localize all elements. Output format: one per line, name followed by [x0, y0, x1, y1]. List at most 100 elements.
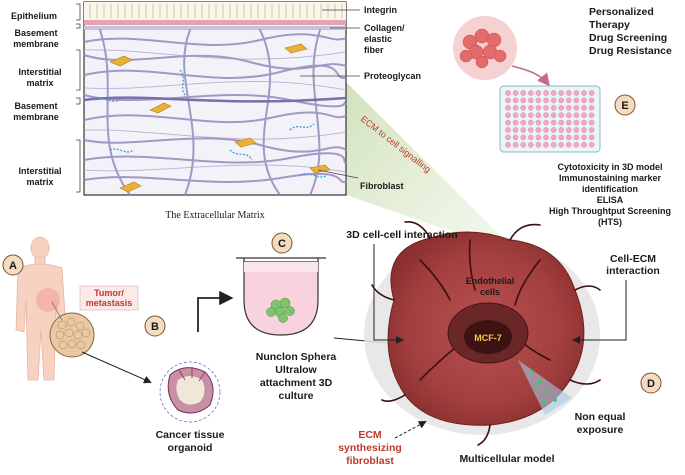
arrow-fibroblast: [394, 421, 427, 439]
mcf7-core: [464, 320, 512, 354]
ecm-right-labels: Integrin Collagen/ elastic fiber Proteog…: [300, 5, 421, 191]
label-multicellular: Multicellular model: [459, 453, 554, 465]
plate-well: [505, 90, 511, 96]
plate-well: [558, 112, 565, 118]
label-integrin: Integrin: [364, 5, 397, 15]
tumor-label-1: Tumor/: [94, 288, 124, 298]
tumor-tissue-magnified: [49, 312, 95, 358]
plate-well: [566, 127, 572, 133]
label-non-equal-2: exposure: [577, 424, 624, 436]
plate-well: [550, 119, 557, 126]
plate-well: [528, 97, 534, 104]
plate-well: [528, 90, 534, 96]
plate-well: [528, 141, 534, 148]
plate-well: [543, 127, 549, 133]
plate-well: [543, 112, 549, 118]
plate-well: [543, 141, 549, 148]
plate-well: [588, 141, 595, 148]
label-interstitial-1b: matrix: [26, 78, 53, 88]
plate-well: [512, 112, 519, 118]
plate-well: [566, 97, 572, 104]
plate-well: [535, 141, 542, 148]
plate-well: [512, 105, 519, 111]
plate-well: [512, 127, 519, 133]
plate-well: [505, 141, 511, 148]
plate-well: [535, 105, 542, 111]
badge-a-letter: A: [9, 260, 17, 272]
plate-well: [520, 97, 527, 104]
ecm-title: The Extracellular Matrix: [165, 210, 264, 221]
plate-well: [581, 97, 587, 104]
badge-e-letter: E: [621, 100, 628, 112]
organoid-caption-1: Cancer tissue: [156, 429, 225, 441]
proteoglycan-chains: [94, 69, 327, 178]
assay-hts-a: High Throughtput Screening: [549, 206, 671, 216]
fibroblast-cells: [109, 43, 331, 193]
plate-well: [528, 127, 534, 133]
plate-well: [581, 90, 587, 96]
epithelium-layer: [84, 2, 346, 20]
plate-well: [543, 90, 549, 96]
assay-immunostaining-a: Immunostaining marker: [559, 173, 662, 183]
plate-well: [581, 112, 587, 118]
badge-b: [144, 315, 166, 337]
culture-caption-3: attachment 3D: [260, 377, 333, 389]
plate-well: [573, 90, 580, 96]
tumor-label-box: [79, 285, 139, 311]
plate-well: [520, 119, 527, 126]
plate-well: [535, 90, 542, 96]
mcf7-label: MCF-7: [474, 333, 502, 343]
panel-b: B Cancer tissue organoid: [81, 315, 225, 454]
label-collagen-a: Collagen/: [364, 23, 405, 33]
plate-well: [505, 127, 511, 133]
label-fibroblast-1: ECM: [358, 429, 382, 441]
plate-well: [588, 97, 595, 104]
label-collagen-b: elastic: [364, 34, 392, 44]
plate-well: [573, 141, 580, 148]
collagen-fibers: [83, 29, 347, 196]
signalling-beam: [346, 82, 520, 255]
label-cell-ecm-2: interaction: [606, 265, 660, 277]
plate-well: [550, 127, 557, 133]
plate-well: [505, 97, 511, 104]
well-plate-icon: [499, 85, 601, 153]
label-proteoglycan: Proteoglycan: [364, 71, 421, 81]
basement-membrane-mid: [83, 96, 347, 103]
plate-well: [550, 90, 557, 96]
label-non-equal-1: Non equal: [575, 411, 626, 423]
plate-well: [581, 105, 587, 111]
plate-well: [581, 134, 587, 141]
plate-well: [558, 127, 565, 133]
plate-well: [520, 112, 527, 118]
plate-well: [550, 105, 557, 111]
plate-well: [581, 119, 587, 126]
plate-well: [573, 97, 580, 104]
panel-d: MCF-7 Endothelial cells D 3D cell-cell i…: [338, 221, 662, 467]
plate-well: [566, 119, 572, 126]
tumor-label-2: metastasis: [86, 298, 133, 308]
app-personalized: Personalized: [589, 6, 654, 18]
label-basement-1b: membrane: [13, 39, 59, 49]
label-cell-ecm-1: Cell-ECM: [610, 253, 656, 265]
tumor-site-glow: [36, 288, 60, 312]
plate-well: [512, 119, 519, 126]
plate-well: [581, 127, 587, 133]
plate-well: [528, 119, 534, 126]
plate-well: [550, 134, 557, 141]
plate-well: [528, 112, 534, 118]
left-brackets: [76, 3, 81, 193]
label-cell-cell: 3D cell-cell interaction: [346, 229, 457, 241]
app-drug-resistance: Drug Resistance: [589, 45, 672, 57]
assay-elisa: ELISA: [597, 195, 624, 205]
epithelium-cells: [89, 4, 343, 18]
culture-caption-2: Ultralow: [275, 364, 317, 376]
badge-d: [640, 372, 662, 394]
badge-c: [271, 232, 293, 254]
app-therapy: Therapy: [589, 19, 630, 31]
badge-c-letter: C: [278, 238, 286, 250]
plate-well: [520, 134, 527, 141]
label-interstitial-2b: matrix: [26, 177, 53, 187]
plate-well: [566, 134, 572, 141]
